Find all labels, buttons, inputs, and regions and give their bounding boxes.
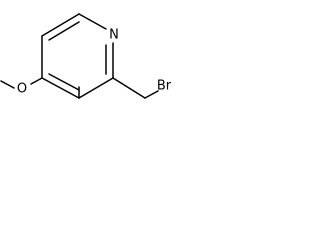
bromine-atom-label: Br [157,79,172,94]
bond-c3-c4 [41,77,80,99]
bond-o-methyl [0,80,15,89]
bond-c6-n1 [78,13,107,30]
bond-c2-c3 [78,77,114,99]
double-bond-c3-c4-inner [48,73,80,91]
nitrogen-atom-label: N [109,28,119,43]
bond-c2-ch2 [112,77,146,99]
double-bond-c5-c6-inner [48,21,80,41]
bond-c4-o [30,77,43,85]
bond-c5-c6 [41,13,80,37]
substituents [0,77,159,99]
chemical-structure-diagram: N O Br [0,13,172,99]
pyridine-ring [41,13,114,99]
bond-ch2-br [144,90,159,99]
oxygen-atom-label: O [17,82,27,97]
